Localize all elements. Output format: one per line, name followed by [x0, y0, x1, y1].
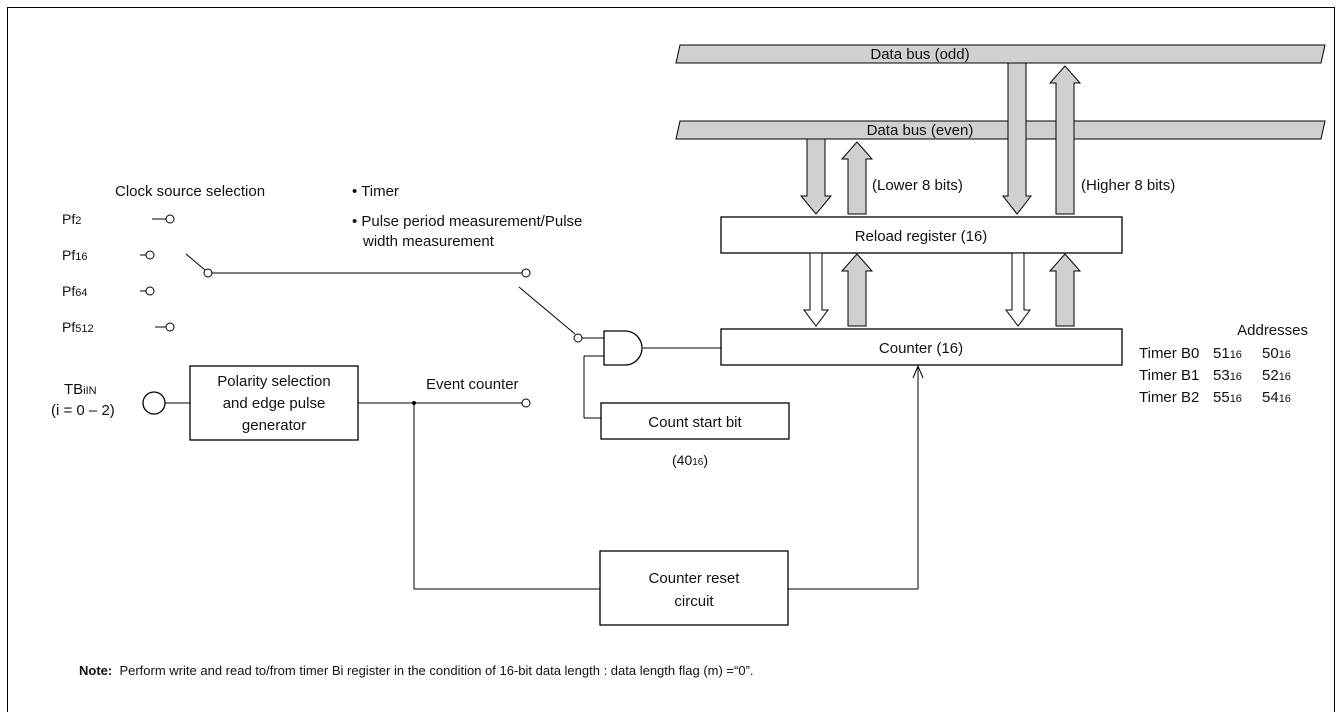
- pf64-label: Pf64: [62, 283, 87, 299]
- svg-text:Timer B2: Timer B2: [1139, 389, 1199, 406]
- reload-to-counter-lower-arrow: [803, 252, 829, 327]
- pf2-terminal: [165, 214, 175, 224]
- note-label: Note:: [79, 663, 113, 678]
- higher-bits-up-arrow: [1048, 65, 1082, 215]
- pf2-label: Pf2: [62, 211, 81, 227]
- svg-text:5016: 5016: [1262, 345, 1291, 362]
- counter-box: [720, 328, 1123, 366]
- clock-selector-switch: [185, 253, 206, 271]
- timer-mode-terminal: [521, 268, 531, 278]
- svg-text:5316: 5316: [1213, 367, 1242, 384]
- mode-selector-switch: [518, 286, 576, 335]
- data-bus-odd-label: Data bus (odd): [870, 46, 969, 63]
- data-bus-odd: [675, 44, 1326, 64]
- svg-text:5116: 5116: [1213, 345, 1242, 362]
- count-start-address: (4016): [672, 452, 708, 468]
- lower-bits-up-arrow: [840, 141, 874, 215]
- svg-text:Timer B1: Timer B1: [1139, 367, 1199, 384]
- address-row-b1: Timer B1 5316 5216: [1139, 367, 1291, 384]
- counter-up-lower-arrow: [840, 253, 874, 327]
- pulse-mode-label-line1: • Pulse period measurement/Pulse: [352, 213, 582, 230]
- address-row-b2: Timer B2 5516 5416: [1139, 389, 1291, 406]
- svg-text:5516: 5516: [1213, 389, 1242, 406]
- and-gate: [603, 330, 643, 366]
- counter-reset-label-line2: circuit: [674, 593, 714, 610]
- reload-to-counter-higher-arrow: [1005, 252, 1031, 327]
- pf16-label: Pf16: [62, 247, 87, 263]
- event-counter-terminal: [521, 398, 531, 408]
- lower-bits-down-arrow: [799, 138, 833, 215]
- timer-mode-label: • Timer: [352, 183, 399, 200]
- note-body: Perform write and read to/from timer Bi …: [119, 663, 754, 678]
- diagram-frame: [7, 7, 1335, 712]
- reload-register-box: [720, 216, 1123, 254]
- lower-bits-label: (Lower 8 bits): [872, 177, 963, 194]
- polarity-label-line2: and edge pulse: [223, 395, 326, 412]
- count-start-bit-box: [600, 402, 790, 440]
- reset-arrowhead: [912, 364, 924, 379]
- counter-label: Counter (16): [879, 340, 963, 357]
- pf512-label: Pf512: [62, 319, 94, 335]
- event-counter-label: Event counter: [426, 376, 519, 393]
- odd-bus-drop: [1001, 62, 1033, 215]
- counter-reset-circuit-box: [599, 550, 789, 626]
- note-text: Note: Perform write and read to/from tim…: [79, 663, 754, 678]
- addresses-title: Addresses: [1237, 322, 1308, 339]
- polarity-label-line3: generator: [242, 417, 306, 434]
- tbiin-input-terminal: [142, 391, 166, 415]
- pf512-terminal: [165, 322, 175, 332]
- higher-bits-label: (Higher 8 bits): [1081, 177, 1175, 194]
- pulse-mode-label-line2: width measurement: [362, 233, 495, 250]
- clock-source-title: Clock source selection: [115, 183, 265, 200]
- pf64-terminal: [145, 286, 155, 296]
- counter-up-higher-arrow: [1048, 253, 1082, 327]
- address-row-b0: Timer B0 5116 5016: [1139, 345, 1291, 362]
- counter-reset-label-line1: Counter reset: [649, 570, 741, 587]
- polarity-selection-box: [189, 365, 359, 441]
- pf16-terminal: [145, 250, 155, 260]
- data-bus-even-label: Data bus (even): [867, 122, 974, 139]
- svg-text:5216: 5216: [1262, 367, 1291, 384]
- data-bus-even: [675, 120, 1326, 140]
- svg-text:5416: 5416: [1262, 389, 1291, 406]
- polarity-label-line1: Polarity selection: [217, 373, 330, 390]
- reload-register-label: Reload register (16): [855, 228, 988, 245]
- svg-text:Timer B0: Timer B0: [1139, 345, 1199, 362]
- tbiin-index-label: (i = 0 – 2): [51, 402, 115, 419]
- tbiin-label: TBiIN: [64, 381, 97, 398]
- count-start-bit-label: Count start bit: [648, 414, 742, 431]
